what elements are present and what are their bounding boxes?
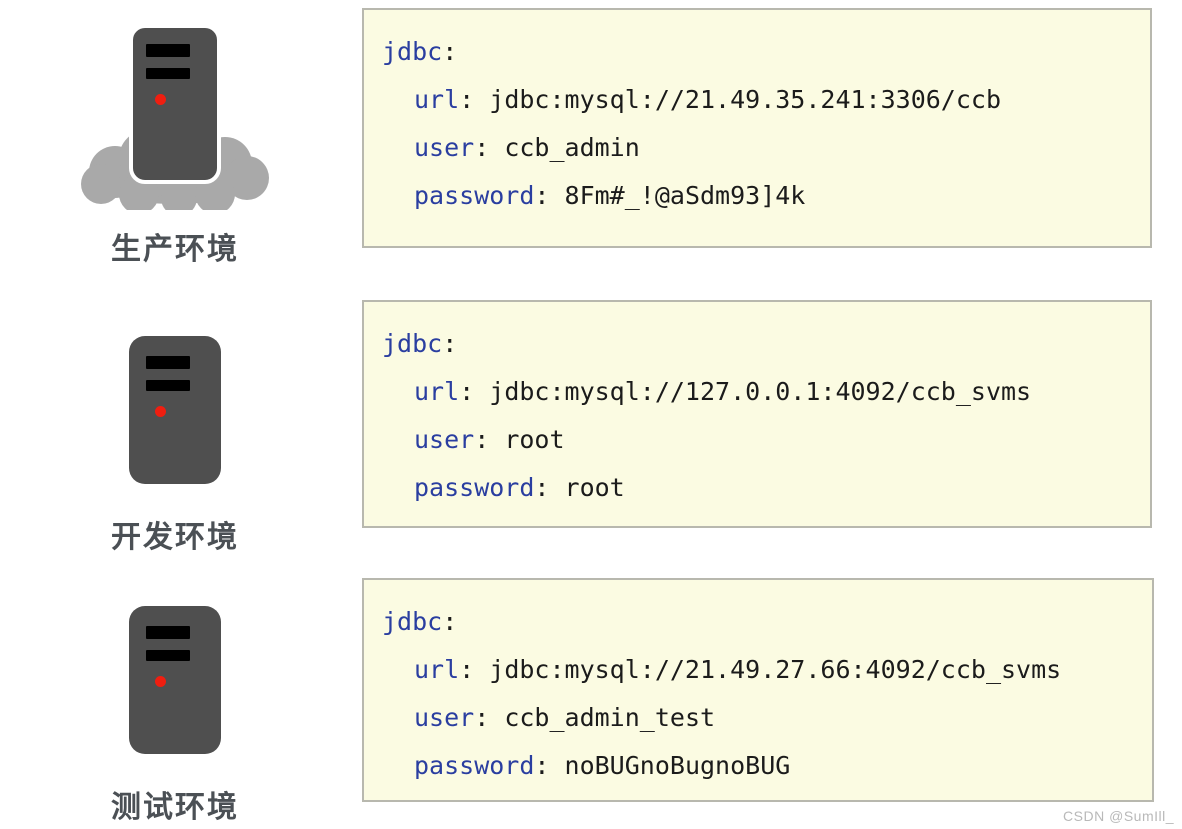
- config-entry-user: user: ccb_admin_test: [382, 694, 1152, 742]
- colon-glyph: :: [459, 655, 490, 684]
- environment-item-test: 测试环境: [0, 600, 350, 826]
- config-value-url: jdbc:mysql://21.49.27.66:4092/ccb_svms: [489, 655, 1062, 684]
- server-power-led: [155, 676, 166, 687]
- colon-glyph: :: [474, 425, 505, 454]
- config-entry-password: password: noBUGnoBugnoBUG: [382, 742, 1152, 790]
- server-tower-icon: [55, 600, 295, 772]
- config-block-test: jdbc: url: jdbc:mysql://21.49.27.66:4092…: [362, 578, 1154, 802]
- server-slot-upper: [146, 356, 190, 369]
- config-block-production: jdbc: url: jdbc:mysql://21.49.35.241:330…: [362, 8, 1152, 248]
- config-value-url: jdbc:mysql://21.49.35.241:3306/ccb: [489, 85, 1002, 114]
- environment-item-development: 开发环境: [0, 330, 350, 556]
- server-tower-shape: [129, 24, 221, 184]
- config-root-key: jdbc: [382, 329, 443, 358]
- environment-label-development: 开发环境: [111, 520, 239, 555]
- config-root-line: jdbc:: [382, 28, 1150, 76]
- config-entry-url: url: jdbc:mysql://21.49.27.66:4092/ccb_s…: [382, 646, 1152, 694]
- server-tower-shape: [129, 606, 221, 754]
- config-entry-user: user: ccb_admin: [382, 124, 1150, 172]
- server-slot-upper: [146, 626, 190, 639]
- config-key-url: url: [414, 377, 460, 406]
- colon-glyph: :: [442, 329, 458, 358]
- config-value-password: 8Fm#_!@aSdm93]4k: [564, 181, 806, 210]
- config-block-development: jdbc: url: jdbc:mysql://127.0.0.1:4092/c…: [362, 300, 1152, 528]
- config-key-password: password: [414, 751, 535, 780]
- environment-label-production: 生产环境: [111, 232, 239, 267]
- csdn-watermark: CSDN @SumIll_: [1063, 808, 1174, 824]
- config-root-line: jdbc:: [382, 598, 1152, 646]
- colon-glyph: :: [459, 377, 490, 406]
- config-value-password: noBUGnoBugnoBUG: [564, 751, 791, 780]
- config-key-url: url: [414, 655, 460, 684]
- config-value-user: root: [504, 425, 565, 454]
- config-key-user: user: [414, 425, 475, 454]
- colon-glyph: :: [474, 703, 505, 732]
- server-slot-lower: [146, 68, 190, 79]
- server-tower-shape: [129, 336, 221, 484]
- config-entry-user: user: root: [382, 416, 1150, 464]
- config-root-key: jdbc: [382, 37, 443, 66]
- config-key-password: password: [414, 181, 535, 210]
- colon-glyph: :: [534, 473, 565, 502]
- config-value-user: ccb_admin: [504, 133, 640, 162]
- colon-glyph: :: [534, 181, 565, 210]
- config-key-user: user: [414, 703, 475, 732]
- server-slot-upper: [146, 44, 190, 57]
- server-slot-lower: [146, 650, 190, 661]
- config-root-key: jdbc: [382, 607, 443, 636]
- colon-glyph: :: [474, 133, 505, 162]
- environment-item-production: 生产环境: [0, 18, 350, 268]
- server-power-led: [155, 94, 166, 105]
- config-value-password: root: [564, 473, 625, 502]
- config-root-line: jdbc:: [382, 320, 1150, 368]
- environment-label-test: 测试环境: [111, 790, 239, 825]
- server-tower-cloud-icon: [55, 18, 295, 218]
- config-key-password: password: [414, 473, 535, 502]
- colon-glyph: :: [442, 607, 458, 636]
- config-entry-password: password: 8Fm#_!@aSdm93]4k: [382, 172, 1150, 220]
- config-entry-url: url: jdbc:mysql://127.0.0.1:4092/ccb_svm…: [382, 368, 1150, 416]
- server-tower-icon: [55, 330, 295, 502]
- config-entry-password: password: root: [382, 464, 1150, 512]
- environment-icon-column: 生产环境 开发环境 测试环境: [0, 0, 350, 829]
- config-key-user: user: [414, 133, 475, 162]
- colon-glyph: :: [534, 751, 565, 780]
- config-value-user: ccb_admin_test: [504, 703, 716, 732]
- server-power-led: [155, 406, 166, 417]
- colon-glyph: :: [459, 85, 490, 114]
- config-key-url: url: [414, 85, 460, 114]
- colon-glyph: :: [442, 37, 458, 66]
- config-value-url: jdbc:mysql://127.0.0.1:4092/ccb_svms: [489, 377, 1032, 406]
- config-entry-url: url: jdbc:mysql://21.49.35.241:3306/ccb: [382, 76, 1150, 124]
- server-slot-lower: [146, 380, 190, 391]
